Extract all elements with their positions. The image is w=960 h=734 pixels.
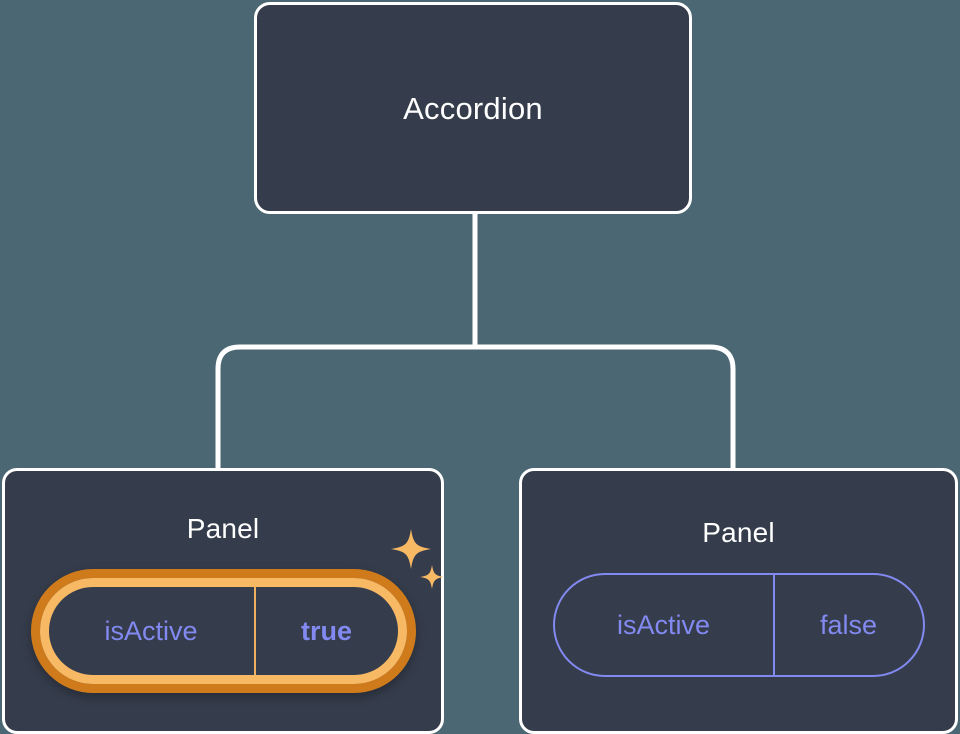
node-panel-inactive[interactable]: Panel isActive false xyxy=(519,468,958,734)
prop-key-label: isActive xyxy=(49,587,256,675)
prop-value-label: false xyxy=(819,609,878,640)
prop-pill-active-wrapper: isActive true xyxy=(30,529,444,693)
node-panel-inactive-title: Panel xyxy=(702,517,775,548)
prop-key-label: isActive xyxy=(555,575,775,675)
node-panel-active[interactable]: Panel isActive true xyxy=(2,468,444,734)
prop-pill-inactive-wrapper: isActive false xyxy=(552,573,925,677)
node-accordion-title: Accordion xyxy=(403,90,543,126)
sparkle-small-icon xyxy=(419,565,444,589)
prop-pill-inactive[interactable]: isActive false xyxy=(552,573,925,677)
connector-branch-bus xyxy=(215,344,736,470)
node-accordion[interactable]: Accordion xyxy=(254,2,692,214)
node-panel-active-title: Panel xyxy=(186,513,260,544)
sparkle-large-icon xyxy=(390,529,431,569)
prop-value-label: true xyxy=(300,615,352,646)
prop-pill-active[interactable]: isActive true xyxy=(30,569,416,693)
